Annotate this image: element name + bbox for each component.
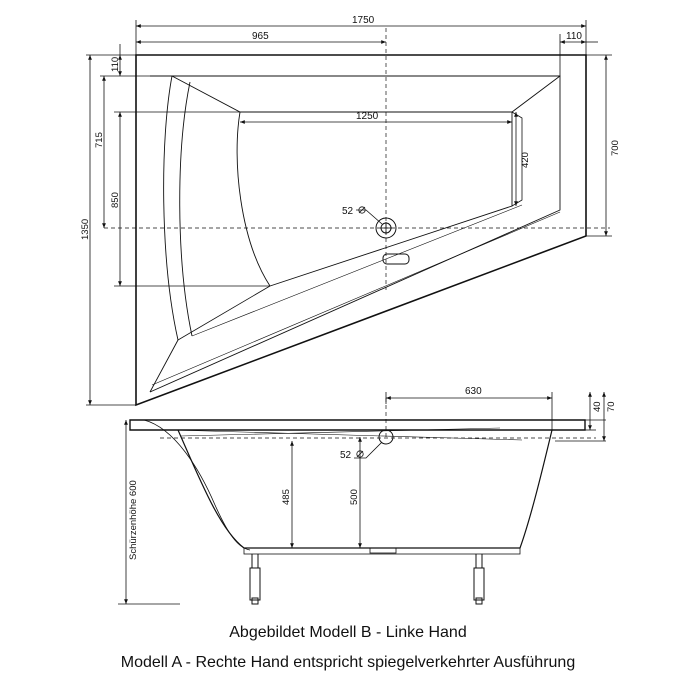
dim-630: 630 [465, 386, 482, 397]
top-view [135, 54, 587, 407]
side-view-rim [129, 419, 586, 431]
dim-40: 40 [592, 401, 603, 412]
dim-1350: 1350 [80, 219, 91, 240]
caption-model-a: Modell A - Rechte Hand entspricht spiege… [120, 654, 576, 671]
center-lines [104, 28, 610, 440]
backrest-contour [149, 75, 179, 393]
dimension-lines-side [124, 392, 606, 604]
dim-right-110: 110 [566, 31, 582, 42]
dim-500: 500 [349, 489, 360, 505]
dim-apron-600: Schürzenhöhe 600 [128, 480, 139, 560]
legs [249, 554, 485, 605]
dim-drain-52: 52 [342, 206, 354, 217]
dim-left-110: 110 [110, 57, 121, 72]
dim-side-52: 52 [340, 450, 352, 461]
side-overflow [378, 429, 394, 445]
side-view-body [177, 429, 553, 549]
basin-inner [236, 111, 513, 287]
dim-1750: 1750 [352, 15, 375, 26]
diameter-symbols [356, 206, 366, 458]
dim-485: 485 [281, 489, 292, 505]
dim-965: 965 [252, 31, 269, 42]
dim-850: 850 [110, 192, 121, 208]
dim-715: 715 [94, 132, 105, 148]
dimension-lines-top [86, 20, 612, 406]
dim-700: 700 [610, 140, 621, 156]
top-view-rim-edge [149, 75, 561, 393]
dim-1250: 1250 [356, 111, 379, 122]
overflow-outlet [382, 253, 410, 265]
dim-420: 420 [520, 152, 531, 168]
caption-model-b: Abgebildet Modell B - Linke Hand [229, 624, 467, 641]
side-view [118, 419, 586, 605]
dim-70: 70 [606, 401, 617, 412]
